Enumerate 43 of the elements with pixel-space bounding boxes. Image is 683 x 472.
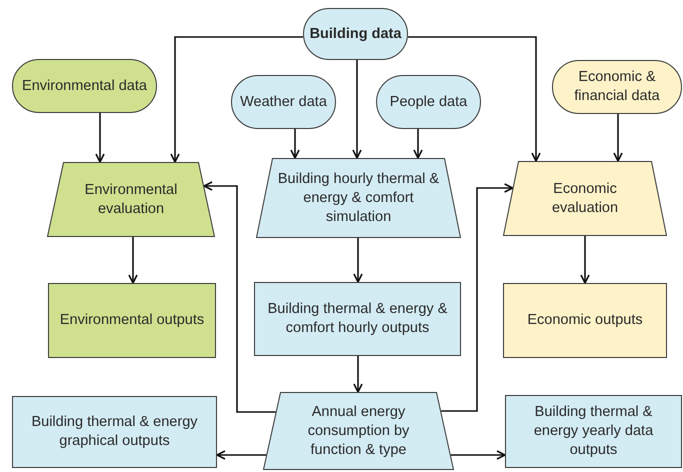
- node-label: Economic & financial data: [573, 68, 661, 106]
- node-label: Economic evaluation: [550, 180, 620, 218]
- terminal-pill: [552, 60, 682, 114]
- process-trapezoid: [263, 392, 454, 470]
- node-label: Annual energy consumption by function & type: [306, 402, 410, 460]
- node-label: Environmental data: [22, 76, 147, 96]
- arrow: [170, 36, 303, 163]
- node-label: Weather data: [240, 92, 327, 112]
- arrow: [450, 450, 506, 460]
- output-box: [12, 396, 217, 468]
- output-box: [503, 283, 667, 358]
- node-label: Building thermal & energy & comfort hourly outputs: [266, 300, 448, 338]
- output-box: [505, 395, 682, 468]
- arrow: [203, 181, 276, 413]
- output-box: [254, 282, 461, 356]
- arrow: [95, 113, 105, 163]
- output-box: [48, 283, 216, 358]
- node-label: People data: [390, 92, 468, 112]
- arrow: [613, 114, 623, 162]
- process-trapezoid: [256, 158, 461, 238]
- node-label: Environmental outputs: [60, 311, 204, 330]
- arrow: [413, 129, 423, 159]
- node-label: Environmental evaluation: [84, 180, 178, 218]
- arrow: [353, 356, 363, 393]
- node-label: Building hourly thermal & energy & comfort simulation: [276, 170, 440, 226]
- arrow: [580, 236, 590, 284]
- arrow: [290, 129, 300, 159]
- arrow: [408, 36, 541, 162]
- node-label: Building data: [310, 24, 402, 44]
- terminal-pill: [12, 59, 157, 113]
- process-trapezoid: [503, 161, 667, 236]
- terminal-pill: [303, 8, 408, 60]
- process-trapezoid: [47, 162, 215, 237]
- arrow: [441, 183, 514, 412]
- node-label: Building thermal & energy yearly data outputs: [532, 403, 654, 460]
- terminal-pill: [231, 75, 336, 129]
- node-label: Economic outputs: [527, 311, 643, 330]
- terminal-pill: [376, 75, 481, 129]
- node-label: Building thermal & energy graphical outputs: [30, 413, 199, 451]
- arrow: [216, 450, 266, 460]
- arrow: [128, 237, 138, 284]
- arrow: [352, 60, 362, 159]
- arrow: [353, 238, 363, 283]
